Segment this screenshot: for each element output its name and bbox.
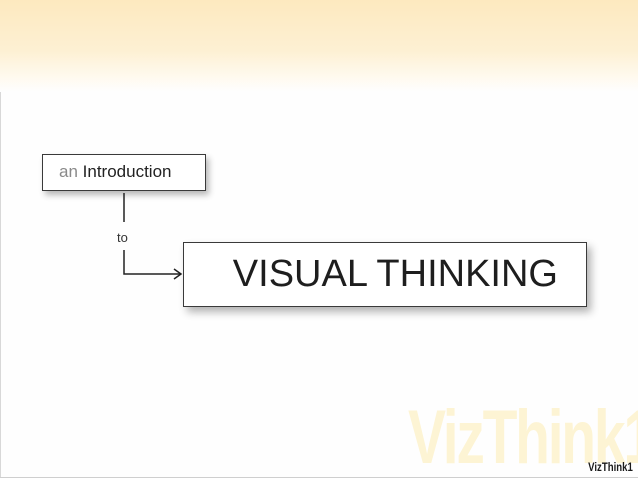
slide-left-border	[0, 92, 1, 478]
main-title: VISUAL THINKING	[232, 253, 558, 295]
brand-logo: VizThink1	[588, 460, 633, 474]
intro-prefix: an	[59, 162, 78, 181]
intro-box: an Introduction	[42, 154, 206, 191]
connector-label: to	[117, 230, 128, 245]
intro-title: Introduction	[82, 162, 172, 181]
header-gradient-band	[0, 0, 638, 92]
connector-segment-bottom	[123, 250, 180, 275]
arrowhead-icon	[173, 268, 183, 280]
brand-watermark: VizThink1	[408, 400, 638, 478]
main-title-box: VISUAL THINKING	[183, 242, 587, 307]
